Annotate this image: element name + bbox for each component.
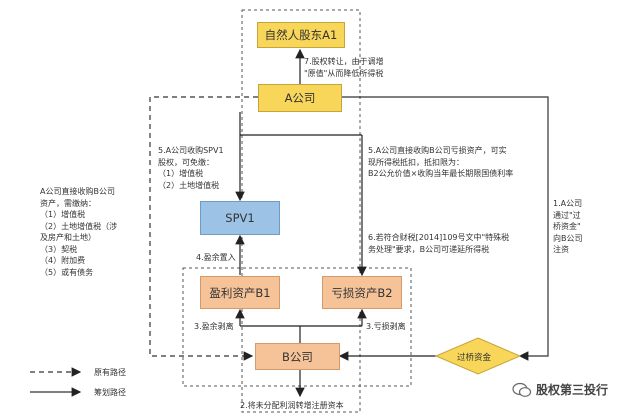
note-direct-purchase: A公司直接收购B公司 资产，需缴纳： （1）增值税 （2）土地增值税（涉 及房产… xyxy=(40,187,118,277)
legend-original: 原有路径 xyxy=(94,368,126,377)
label-step-2: 2.将未分配利润转增注册资本 xyxy=(240,401,344,410)
watermark-text: 股权第三投行 xyxy=(536,383,609,397)
node-b2: 亏损资产B2 xyxy=(322,276,402,309)
node-a: A公司 xyxy=(258,84,342,112)
bottom-dashed-frame xyxy=(182,267,412,387)
note-step-6: 6.若符合财税[2014]109号文中"特殊税 务处理"要求，B公司可递延所得税 xyxy=(368,233,510,254)
note-step-5-left: 5.A公司收购SPV1 股权，可免缴： （1）增值税 （2）土地增值税 xyxy=(158,146,224,190)
node-bridge-label: 过桥资金 xyxy=(457,353,492,363)
path-a-to-bridge xyxy=(340,96,549,361)
bridge-diamond xyxy=(434,337,522,375)
legend-planned: 筹划路径 xyxy=(94,388,126,397)
label-step-3-right: 3.亏损剥离 xyxy=(366,322,406,331)
label-step-3-left: 3.盈余剥离 xyxy=(194,322,234,331)
node-b1: 盈利资产B1 xyxy=(200,276,280,309)
note-step-7: 7.股权转让，由于调增 "原值"从而降低所得税 xyxy=(304,57,384,78)
node-spv1: SPV1 xyxy=(200,201,280,235)
note-step-5-right: 5.A公司直接收购B公司亏损资产，可实 现所得税抵扣，抵扣限为： B2公允价值×… xyxy=(368,146,514,178)
node-b: B公司 xyxy=(255,343,340,370)
dashed-path-a-to-b xyxy=(149,96,258,361)
label-step-4: 4.盈余置入 xyxy=(196,253,236,262)
note-step-1: 1.A公司 通过"过 桥资金" 向B公司 注资 xyxy=(553,199,583,254)
node-a1: 自然人股东A1 xyxy=(257,22,345,48)
top-dashed-frame xyxy=(241,9,361,413)
wechat-icon xyxy=(512,382,532,397)
